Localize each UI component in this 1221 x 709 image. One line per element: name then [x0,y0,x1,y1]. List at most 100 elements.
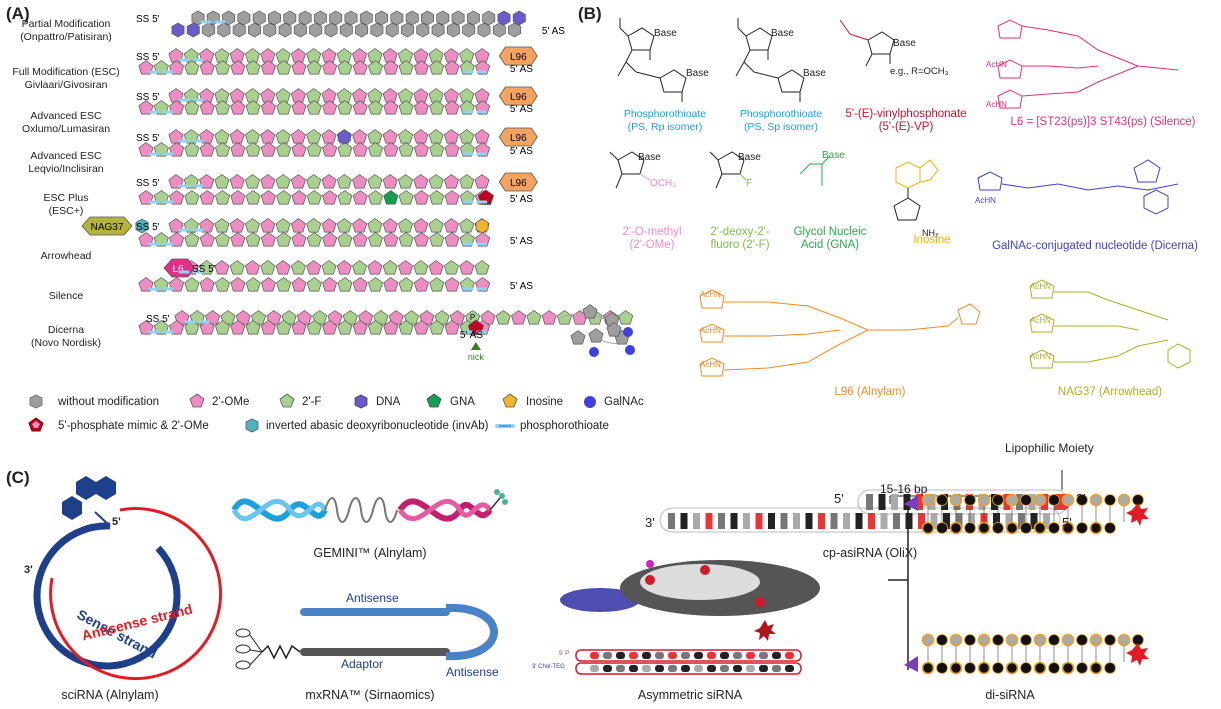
di-nucleotide [1033,661,1047,675]
nucleotide-top [283,10,297,26]
nucleotide-top [229,129,245,144]
galnac-nucleotide-structure [977,159,1179,215]
dicerna-loop [559,304,635,357]
nucleotide-bottom [352,142,368,157]
nucleotide-top [306,129,322,144]
row-0: SS 5'5' AS [136,10,565,38]
nucleotide-bottom [429,232,445,247]
nucleotide-bottom [322,142,338,157]
nucleotide-bottom [263,22,277,38]
nucleotide-top [306,48,322,63]
ps-rp-caption: Phosphorothioate (PS, Rp isomer) [600,108,730,134]
asym-bot-bar [772,665,781,672]
di-nucleotide [977,633,991,647]
nucleotide-bottom [230,190,246,205]
nucleotide-bottom [306,320,322,335]
dna-top [337,129,351,145]
nucleotide-top [428,174,444,189]
nucleotide-bottom [337,190,353,205]
nucleotide-top [244,48,261,63]
ino-caption: Inosine [913,234,951,246]
asym-top-bar [655,652,664,659]
nucleotide-bottom [444,100,460,115]
asym-bot-bar [655,665,664,672]
nucleotide-bottom [339,22,353,38]
nucleotide-bottom [260,277,276,292]
f-caption: 2'-deoxy-2'- fluoro (2'-F) [680,226,800,252]
di-nucleotide [1089,521,1103,535]
nucleotide-top [367,174,383,189]
nucleotide-top [428,218,444,233]
ps-marks [148,98,488,114]
asym-bot-bar [642,665,651,672]
nucleotide-top [474,129,490,144]
p-label: P [470,313,475,322]
cp-bottom-bar [930,513,938,529]
nucleotide-top [443,174,459,189]
di-nucleotide [964,634,976,646]
panel-a-label: (A) [6,4,30,23]
nucleotide-bottom [291,232,307,247]
ps-rp-caption-line1: Phosphorothioate [623,108,707,120]
nucleotide-bottom [322,232,338,247]
nucleotide-top [459,48,475,63]
l6-achn1: AcHN [986,60,1007,69]
nucleotide-bottom [337,277,353,292]
nucleotide-bottom [431,22,445,38]
l96-achn1: AcHN [700,290,721,299]
scirna-diagram [33,476,223,681]
nucleotide-top [268,10,281,26]
nucleotide-bottom [367,232,384,247]
nucleotide-top [199,174,215,189]
nucleotide-top [382,129,398,144]
nucleotide-bottom [230,100,246,115]
ps-rp-caption-line2: (PS, Rp isomer) [627,121,703,133]
cp-bottom-bar [743,513,750,529]
nucleotide-top [526,310,542,325]
nucleotide-bottom [199,190,215,205]
ps-sp-caption: Phosphorothioate (PS, Sp isomer) [716,108,846,134]
nucleotide-top [382,260,398,275]
f-base: Base [738,152,761,163]
cp-bottom-bar [730,513,738,529]
cp-bottom-bar [943,513,950,529]
legend-galnac-label: GalNAc [604,396,644,408]
di-nucleotide [1020,494,1032,506]
di-nucleotide [921,661,935,675]
nucleotide-top [260,260,276,275]
asym-top-bar [681,652,690,659]
nucleotide-top [352,174,368,189]
mxrna-caption: mxRNA™ (Sirnaomics) [305,688,435,702]
nucleotide-top [618,310,634,325]
nucleotide-bottom [322,60,338,75]
nucleotide-top [375,10,389,26]
nucleotide-bottom [260,60,276,75]
ps-rp-structure [617,18,687,102]
dna-top [497,10,511,26]
asym-top-bar [733,652,742,659]
ome-caption-line1: 2'-O-methyl [622,226,682,238]
nucleotide-top [413,48,429,63]
nucleotide-bottom [184,190,200,205]
di-nucleotide [1104,522,1116,534]
nucleotide-bottom [352,232,368,247]
nucleotide-top [306,174,322,189]
f-caption-line1: 2'-deoxy-2'- [710,226,770,238]
nucleotide-bottom [367,142,384,157]
nucleotide-bottom [291,320,307,335]
nucleotide-bottom [245,142,261,157]
nucleotide-bottom [169,320,185,335]
cp-bottom-bar [805,513,813,529]
nucleotide-bottom [260,100,276,115]
nucleotide-top [474,174,490,189]
as-label: 5' AS [510,146,533,157]
cp-bottom-bar [830,513,838,529]
asym-top-bar [785,652,794,659]
nucleotide-bottom [230,320,246,335]
ligand-l96-label: L96 [510,178,527,189]
nucleotide-top [321,48,337,63]
